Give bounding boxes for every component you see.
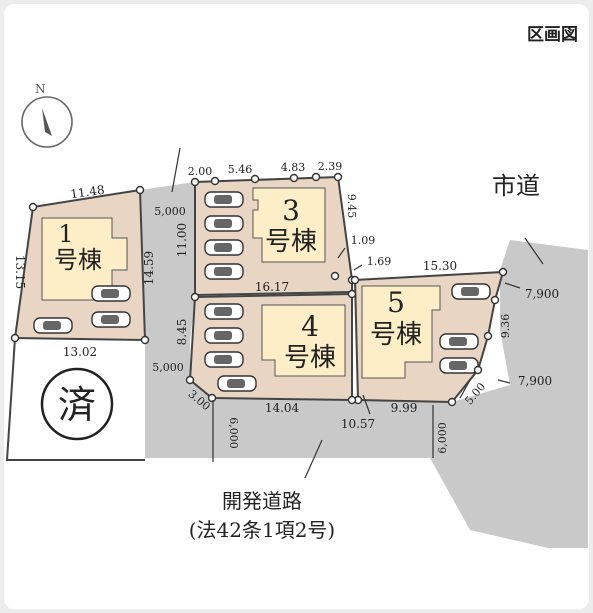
boundary-point [447, 397, 457, 407]
dim-7900-top: 7,900 [525, 287, 559, 301]
page-title: 区画図 [527, 25, 578, 45]
dev-road-label: 開発道路 [222, 489, 302, 513]
boundary-point [190, 292, 200, 302]
boundary-point [490, 295, 500, 305]
lot-5-label: 号棟 [370, 320, 422, 350]
dim-9-99: 9.99 [391, 401, 418, 415]
boundary-point [350, 275, 360, 285]
boundary-point [250, 174, 260, 184]
boundary-point [28, 202, 38, 212]
dim-9-45: 9.45 [345, 194, 358, 219]
boundary-point [330, 271, 340, 281]
dim-7900-bottom: 7,900 [518, 374, 552, 388]
road-strip-left [140, 182, 195, 340]
leader-lines [171, 147, 544, 479]
dim-8-45: 8.45 [175, 319, 189, 346]
boundary-point [289, 173, 299, 183]
dim-11-00: 11.00 [175, 223, 189, 257]
parking-car-icon [204, 263, 244, 280]
lot-4-number: 4 [301, 310, 319, 343]
boundary-point [185, 375, 195, 385]
lot-5-house [361, 285, 441, 379]
parking-car-icon [217, 375, 257, 392]
parking-car-icon [204, 239, 244, 256]
boundary-point [190, 177, 200, 187]
boundary-point [311, 172, 321, 182]
lot-3-label: 号棟 [265, 227, 317, 257]
compass: N [21, 82, 73, 148]
dim-15-30: 15.30 [423, 259, 457, 273]
lot-1-house [41, 217, 128, 301]
sold-mark-text: 済 [58, 383, 96, 427]
boundary-point [473, 365, 483, 375]
lot-1-label: 号棟 [54, 246, 102, 274]
boundary-point [498, 267, 508, 277]
boundary-point [333, 172, 343, 182]
dim-5-46: 5.46 [228, 163, 253, 176]
boundary-point [135, 185, 145, 195]
dim-14-04: 14.04 [265, 401, 300, 415]
sold-mark-circle [40, 367, 114, 441]
city-road [500, 240, 588, 548]
development-road [145, 340, 548, 548]
lot-3-house [252, 187, 326, 263]
dim-14-59: 14.59 [142, 251, 156, 285]
boundary-point [347, 289, 357, 299]
lot-3-number: 3 [282, 194, 300, 227]
dev-road-law-note: (法42条1項2号) [189, 518, 336, 542]
compass-north-letter: N [35, 82, 46, 96]
parking-car-icon [91, 311, 131, 328]
parking-car-icon [204, 215, 244, 232]
dim-5000-top: 5,000 [154, 205, 186, 218]
boundary-point [210, 176, 220, 186]
parking-car-icon [204, 191, 244, 208]
dim-1-09: 1.09 [351, 234, 376, 247]
parking-car-icon [451, 283, 491, 300]
dim-6000-right: 6,000 [436, 422, 449, 454]
dim-10-57: 10.57 [341, 417, 375, 431]
city-road-label: 市道 [492, 172, 540, 200]
parking-car-icon [33, 317, 73, 334]
dim-11-48: 11.48 [69, 183, 105, 202]
boundary-point [140, 335, 150, 345]
parking-cars [33, 191, 491, 392]
dim-4-83: 4.83 [281, 161, 306, 174]
compass-needle-icon [42, 108, 52, 136]
dim-16-17: 16.17 [255, 280, 289, 294]
lot-4-house [261, 304, 346, 377]
boundary-point [483, 331, 493, 341]
dim-1-69: 1.69 [367, 255, 392, 268]
boundary-points [10, 172, 508, 407]
dim-5000-mid: 5,000 [152, 361, 184, 374]
dim-13-15: 13.15 [13, 255, 27, 289]
parking-car-icon [91, 285, 131, 302]
parking-car-icon [204, 327, 244, 344]
sold-parcel-outline [5, 337, 145, 461]
parking-car-icon [439, 333, 479, 350]
compass-ring [21, 96, 73, 148]
boundary-point [10, 333, 20, 343]
boundary-point [207, 393, 217, 403]
boundary-point [347, 395, 357, 405]
dim-13-02: 13.02 [63, 345, 97, 359]
lot-1-number: 1 [58, 220, 73, 248]
lot-5-number: 5 [387, 286, 405, 319]
dim-6000-left: 6,000 [227, 417, 240, 449]
parking-car-icon [204, 303, 244, 320]
dim-2-39: 2.39 [318, 160, 343, 173]
lot-4-label: 号棟 [284, 343, 336, 373]
dim-2-00: 2.00 [188, 165, 213, 178]
parking-car-icon [439, 357, 479, 374]
dim-9-36: 9.36 [499, 314, 512, 339]
parking-car-icon [204, 351, 244, 368]
